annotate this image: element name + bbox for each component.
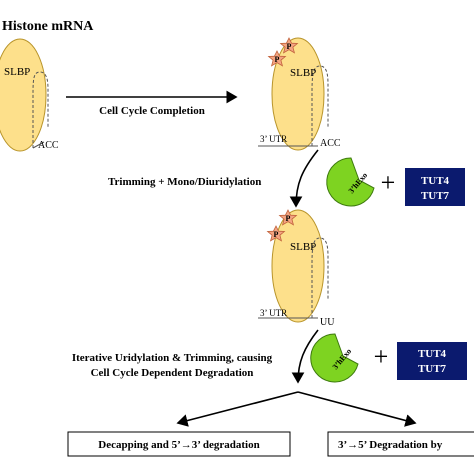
slbp-protein-body: [0, 38, 47, 152]
phosphate-group: [279, 37, 299, 54]
outcome-3prime-degradation-box: 3’→5’ Degradation by: [327, 431, 474, 457]
mrna-strand: [32, 141, 45, 149]
curved-arrow-uridylation: [291, 329, 319, 384]
slbp-label: SLBP: [290, 67, 316, 79]
slbp-protein-body: [271, 37, 325, 151]
step-label-uridylation-line-2: Cell Cycle Dependent Degradation: [91, 367, 254, 379]
phosphate-label: P: [275, 55, 280, 64]
slbp-complex-2: P P SLBP 3’ UTR ACC: [258, 37, 341, 151]
outcome-label: 3’→5’ Degradation by: [338, 439, 443, 451]
pacman-shape: [326, 157, 375, 207]
tut-line-2: TUT7: [421, 190, 450, 202]
diagram-title: Histone mRNA: [2, 19, 94, 34]
plus-sign: +: [381, 168, 396, 197]
tut-line-1: TUT4: [418, 348, 447, 360]
slbp-label: SLBP: [4, 66, 30, 78]
slbp-label: SLBP: [290, 241, 316, 253]
phosphate-label: P: [287, 42, 292, 51]
step-label-uridylation-line-1: Iterative Uridylation & Trimming, causin…: [72, 352, 273, 364]
outcome-decapping-box: Decapping and 5’→3’ degradation: [67, 431, 291, 457]
mrna-stem-loop: [311, 65, 329, 146]
step-label-trimming: Trimming + Mono/Diuridylation: [108, 176, 261, 188]
tut4-tut7-box-2: TUT4 TUT7: [397, 342, 467, 380]
phosphate-label: P: [274, 230, 279, 239]
tut-line-1: TUT4: [421, 175, 450, 187]
pacman-shape: [310, 333, 359, 383]
phosphate-group: [267, 50, 287, 67]
tut4-tut7-box-1: TUT4 TUT7: [405, 168, 465, 206]
phosphate-label: P: [286, 214, 291, 223]
enzyme-3hexo-2: 3’hExo: [310, 333, 359, 383]
mrna-stem-loop: [32, 71, 49, 148]
plus-sign: +: [374, 342, 389, 371]
arrow-to-3prime-degradation: [297, 391, 417, 427]
mrna-stem-loop: [311, 237, 329, 318]
slbp-complex-3: P P SLBP 3’ UTR UU: [258, 209, 335, 328]
slbp-complex-1: SLBP ACC: [0, 38, 59, 152]
mrna-end-label: ACC: [320, 138, 341, 149]
mrna-end-label: ACC: [38, 140, 59, 151]
phosphate-group: [266, 225, 286, 242]
enzyme-3hexo-1: 3’hExo: [326, 157, 375, 207]
outcome-label: Decapping and 5’→3’ degradation: [98, 439, 259, 451]
tut-line-2: TUT7: [418, 363, 447, 375]
outcome-box: [327, 431, 474, 457]
tut-box: [397, 342, 467, 380]
arrow-to-decapping: [176, 391, 299, 427]
mrna-end-label: UU: [320, 317, 335, 328]
utr-label: 3’ UTR: [260, 308, 287, 318]
step-label-cell-cycle-completion: Cell Cycle Completion: [99, 105, 205, 117]
outcome-box: [67, 431, 291, 457]
slbp-protein-body: [271, 209, 325, 323]
curved-arrow-trimming: [289, 149, 319, 208]
tut-box: [405, 168, 465, 206]
phosphate-group: [278, 209, 298, 226]
utr-label: 3’ UTR: [260, 134, 287, 144]
